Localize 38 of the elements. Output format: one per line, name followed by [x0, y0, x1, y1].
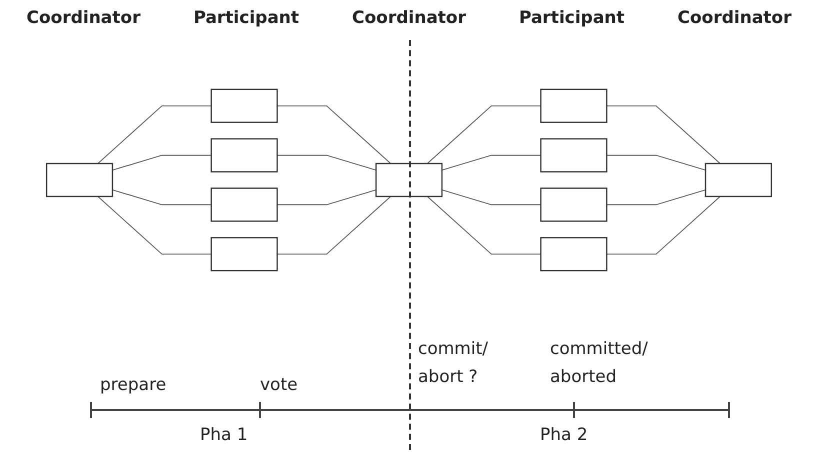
connector	[112, 154, 212, 171]
connector	[606, 196, 721, 255]
connector	[112, 189, 212, 206]
connector	[606, 154, 706, 171]
node-box	[704, 162, 772, 198]
column-heading: Coordinator	[352, 8, 466, 28]
connector	[426, 196, 542, 255]
phase-label: Pha 1	[200, 425, 248, 445]
node-box	[210, 88, 278, 123]
column-heading: Coordinator	[678, 8, 792, 28]
connector	[276, 189, 376, 206]
connector	[442, 154, 542, 171]
phase-step-label: commit/ abort ?	[418, 338, 489, 389]
column-heading: Participant	[518, 8, 625, 28]
node-box	[210, 237, 278, 272]
node-box	[540, 88, 608, 123]
connector	[606, 105, 721, 164]
connector	[97, 105, 212, 164]
connector	[442, 189, 542, 206]
connector	[276, 154, 376, 171]
node-box	[210, 138, 278, 172]
phase-label: Pha 2	[540, 425, 588, 445]
connector	[426, 105, 542, 164]
node-box	[46, 162, 114, 198]
connector	[276, 196, 392, 255]
node-box	[540, 188, 608, 222]
node-box	[540, 237, 608, 272]
connector	[276, 105, 392, 164]
connector	[606, 189, 706, 206]
column-heading: Participant	[193, 8, 300, 28]
node-box	[540, 138, 608, 172]
phase-step-label: prepare	[100, 375, 166, 395]
connector	[97, 196, 212, 255]
column-heading: Coordinator	[26, 8, 140, 28]
phase-step-label: vote	[260, 375, 298, 395]
node-box	[210, 188, 278, 222]
node-box	[375, 162, 443, 198]
phase-step-label: committed/ aborted	[550, 338, 649, 389]
